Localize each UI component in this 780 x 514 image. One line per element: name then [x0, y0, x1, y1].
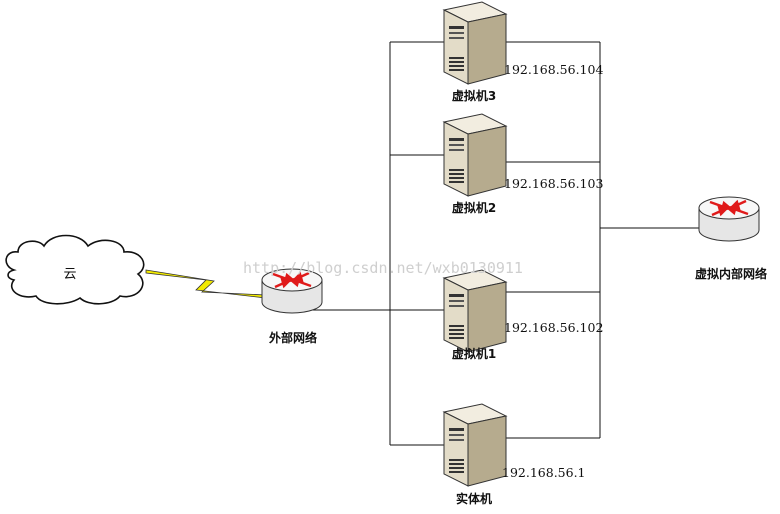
- external-router-label: 外部网络: [269, 330, 317, 345]
- server-icon: [443, 113, 507, 197]
- cloud-label: 云: [63, 267, 76, 282]
- server-icon: [443, 403, 507, 487]
- router-icon: [697, 195, 761, 243]
- server-vm3: 192.168.56.104 虚拟机3: [443, 1, 603, 103]
- server-icon: [443, 269, 507, 353]
- server-icon: [443, 1, 507, 85]
- internal-router-label: 虚拟内部网络: [695, 266, 767, 281]
- server-ip: 192.168.56.102: [504, 320, 603, 335]
- server-label: 虚拟机3: [452, 88, 496, 103]
- server-ip: 192.168.56.1: [502, 465, 586, 480]
- server-label: 虚拟机1: [452, 346, 496, 361]
- server-physical: 192.168.56.1 实体机: [443, 403, 586, 506]
- cloud-icon: [5, 234, 145, 305]
- watermark: http://blog.csdn.net/wxb0130911: [243, 259, 523, 277]
- external-router: 外部网络: [260, 267, 324, 345]
- internal-router: 虚拟内部网络: [695, 195, 767, 281]
- server-label: 虚拟机2: [452, 200, 496, 215]
- cloud-node: 云: [5, 234, 145, 305]
- server-vm2: 192.168.56.103 虚拟机2: [443, 113, 603, 215]
- connection-lines: [300, 41, 700, 446]
- server-ip: 192.168.56.104: [504, 62, 603, 77]
- server-label: 实体机: [456, 491, 492, 506]
- server-vm1: 192.168.56.102 虚拟机1: [443, 269, 603, 361]
- server-ip: 192.168.56.103: [504, 176, 603, 191]
